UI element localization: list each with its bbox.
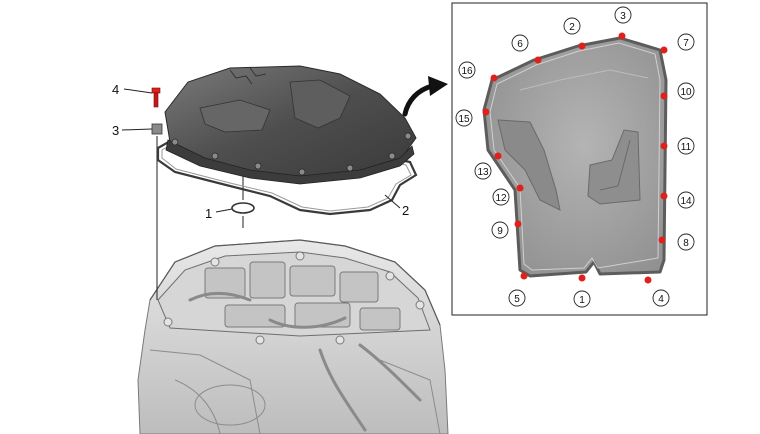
bolt-marker-7: 7 — [683, 38, 689, 49]
arrow-to-detail — [402, 76, 448, 117]
bolt-marker-11: 11 — [681, 142, 692, 153]
bolt-marker-2: 2 — [569, 22, 575, 33]
bolt-dot — [578, 42, 586, 50]
cover — [164, 65, 417, 185]
bolt-marker-16: 16 — [461, 66, 473, 77]
bolt-marker-14: 14 — [680, 196, 692, 207]
callout-4: 4 — [112, 82, 119, 97]
bolt-dot — [660, 192, 668, 200]
bolt-dot — [520, 272, 528, 280]
bolt-marker-15: 15 — [458, 114, 470, 125]
bolt-dots — [482, 32, 668, 284]
bolt-dot — [658, 236, 666, 244]
bolt-marker-1: 1 — [579, 295, 585, 306]
bolt-dot — [644, 276, 652, 284]
bolt-marker-9: 9 — [497, 226, 503, 237]
bolt-dot — [494, 152, 502, 160]
bolt-marker-8: 8 — [683, 238, 689, 249]
bolt-marker-12: 12 — [495, 193, 507, 204]
o-ring — [231, 202, 255, 214]
bolt-dot — [578, 274, 586, 282]
bolt-dot — [534, 56, 542, 64]
bolt-dot — [482, 108, 490, 116]
bolt-marker-10: 10 — [680, 87, 692, 98]
bolt-dot — [660, 142, 668, 150]
bolt-marker-5: 5 — [514, 294, 520, 305]
bolt-dot — [516, 184, 524, 192]
bolt-dot — [660, 92, 668, 100]
bolt-dot — [514, 220, 522, 228]
exploded-view: 4 3 1 2 — [112, 65, 449, 434]
bolt-marker-3: 3 — [620, 11, 626, 22]
bolt-dot — [660, 46, 668, 54]
oil-pan — [482, 36, 668, 278]
bolt-marker-6: 6 — [517, 39, 523, 50]
bolt-dot — [618, 32, 626, 40]
callout-1: 1 — [205, 206, 212, 221]
callout-3: 3 — [112, 123, 119, 138]
bolt-marker-13: 13 — [477, 167, 489, 178]
bolt-dot — [490, 74, 498, 82]
transmission-housing — [137, 239, 449, 434]
stud-3 — [151, 123, 163, 135]
bolt-4 — [151, 87, 161, 108]
callout-2: 2 — [402, 203, 409, 218]
bolt-marker-4: 4 — [658, 294, 664, 305]
detail-panel: 1 2 3 4 5 6 7 8 9 10 11 12 13 14 15 16 — [451, 2, 708, 316]
